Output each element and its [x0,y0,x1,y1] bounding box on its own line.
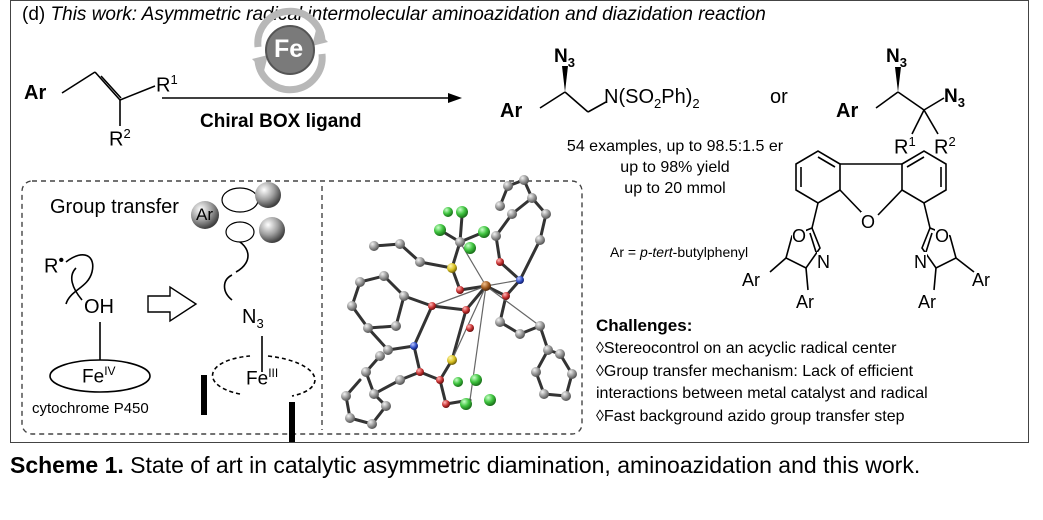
ligand-bar-left [201,375,207,415]
product2-r1: R1 [894,134,916,160]
fe3-sup: III [268,366,279,380]
group-transfer-arrow [147,285,198,323]
scheme-frame [10,0,1029,443]
product1-group-sub: 2 [654,96,662,111]
ar-def-italic: p-tert [639,244,673,260]
product2-r2: R2 [934,134,956,160]
header: (d) This work: Asymmetric radical interm… [22,4,766,26]
fe4-letter: Fe [82,366,105,388]
challenges-list: ◊Stereocontrol on an acyclic radical cen… [596,338,928,428]
product2-structure [875,91,945,135]
ligand-ar-3: Ar [918,292,936,312]
header-title: This work: Asymmetric radical intermolec… [50,4,766,25]
enzyme-label: cytochrome P450 [32,400,149,417]
product2-r2-sup: 2 [948,134,956,149]
mechanism-n3: N3 [242,306,264,331]
fe-catalyst-badge [252,7,328,94]
ligand-o-furan: O [861,212,876,233]
product1-group-sub2: 2 [692,96,700,111]
ligand-ar-2: Ar [796,292,814,312]
product2-n3-right: N3 [944,86,965,110]
fe-catalyst-label: Fe [274,35,304,63]
mechanism-fe3: FeIII [246,366,278,390]
ligand-bar-right [289,402,295,442]
ligand-n-right: N [914,252,927,273]
ligand-label: Chiral BOX ligand [200,111,362,132]
substrate-alkene [61,71,156,126]
fe3-letter: Fe [246,368,269,390]
group-transfer-title: Group transfer [50,196,179,218]
product1-n3-sub: 3 [567,54,575,70]
ar-definition: Ar = p-tert-butylphenyl [610,244,748,260]
results-scale: up to 20 mmol [624,180,726,197]
p450-mechanism [49,253,151,393]
ligand-o-left: O [792,226,807,247]
or-label: or [770,86,788,108]
product2-n3b-sub: 3 [957,94,965,110]
substrate-r1-sup: 1 [170,72,178,87]
product2-r1-sup: 1 [908,134,916,149]
product1-group-a: N(SO [604,86,654,108]
substrate-r1-letter: R [156,74,171,97]
panel-label: (d) [22,4,46,25]
product2-n3a-letter: N [886,46,900,67]
radical-orbitals [191,182,285,243]
ligand-n-left: N [817,252,830,273]
product2-ar: Ar [836,100,859,122]
mechanism-oh: OH [84,296,114,318]
box-ligand-structure [769,150,975,291]
product1-group-b: Ph) [661,86,693,108]
substrate-r2: R2 [109,126,131,152]
challenges-title: Challenges: [596,316,693,335]
substrate-ar: Ar [24,82,47,104]
product1-wedge [562,66,568,92]
substrate-r1: R1 [156,72,178,98]
crystal-atoms [341,175,577,429]
substrate-r2-sup: 2 [123,126,131,141]
ar-def-suffix: -butylphenyl [672,244,749,260]
mechanism-fe4: FeIV [82,364,116,388]
product2-r1-letter: R [894,136,909,159]
product2-n3-top: N3 [886,46,907,70]
reaction-arrow [162,93,462,103]
results-block: 54 examples, up to 98.5:1.5 er up to 98%… [555,136,795,199]
scheme-caption: Scheme 1. State of art in catalytic asym… [10,450,1020,480]
radical-letter: R [44,255,59,278]
caption-text: State of art in catalytic asymmetric dia… [123,452,921,478]
product1-structure [539,91,607,113]
caption-label: Scheme 1. [10,452,124,478]
results-examples: 54 examples, up to 98.5:1.5 er [566,138,784,155]
substrate-r2-letter: R [109,128,124,151]
product1-sulfonimide: N(SO2Ph)2 [604,86,700,111]
product2-wedge [895,67,901,92]
mechanism-radical: R• [44,252,64,279]
mechanism-box [21,180,583,435]
ar-def-prefix: Ar = [610,244,640,260]
ligand-o-right: O [935,226,950,247]
challenge-item-4: ◊Fast background azido group transfer st… [596,407,905,425]
product2-n3b-letter: N [944,86,958,107]
fe4-sup: IV [104,364,116,378]
mechanism-ar-circle: Ar [196,205,213,224]
mech-n3-letter: N [242,306,257,328]
challenge-item-1: ◊Stereocontrol on an acyclic radical cen… [596,340,897,357]
radical-dot: • [58,252,65,269]
mech-n3-sub: 3 [256,316,264,331]
results-yield: up to 98% yield [620,159,730,176]
crystal-structure [341,175,577,429]
product2-n3a-sub: 3 [899,54,907,70]
product1-n3-letter: N [554,46,568,67]
challenge-item-3: interactions between metal catalyst and … [596,385,928,402]
challenge-item-2: ◊Group transfer mechanism: Lack of effic… [596,362,914,380]
product1-ar: Ar [500,100,523,122]
ligand-ar-4: Ar [972,270,990,290]
product2-r2-letter: R [934,136,949,159]
ligand-ar-1: Ar [742,270,760,290]
product1-n3: N3 [554,46,575,70]
